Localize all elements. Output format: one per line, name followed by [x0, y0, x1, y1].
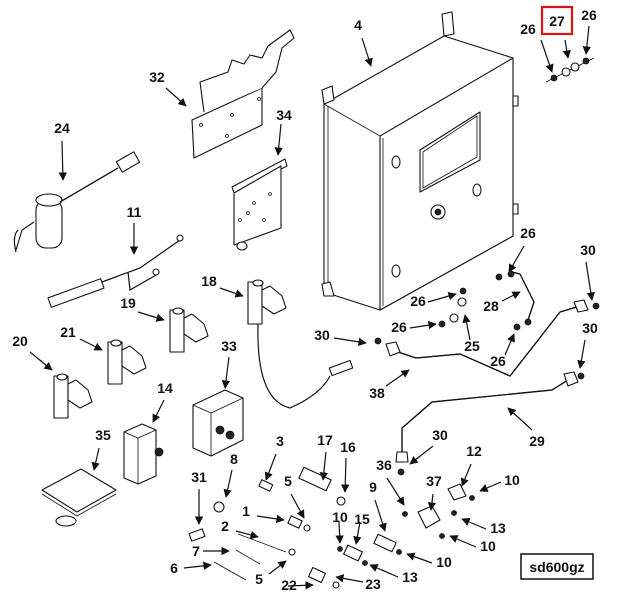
- manifold-part: [192, 389, 244, 457]
- callout-5: 5: [284, 473, 292, 489]
- callout-6: 6: [170, 560, 178, 576]
- valve-part-19: [169, 307, 209, 353]
- callout-36: 36: [376, 457, 392, 473]
- callout-4: 4: [354, 17, 362, 33]
- callout-21: 21: [60, 324, 76, 340]
- callout-10: 10: [332, 509, 348, 525]
- figure-id-box: sd600gz: [520, 553, 594, 580]
- callout-37: 37: [426, 473, 442, 489]
- fitting-cluster-27: [545, 57, 595, 83]
- callout-14: 14: [157, 380, 173, 396]
- bracket-part: [191, 29, 295, 159]
- callout-34: 34: [276, 107, 292, 123]
- callout-17: 17: [317, 432, 333, 448]
- callout-26: 26: [520, 21, 536, 37]
- manual-part: [41, 468, 117, 527]
- callout-15: 15: [354, 511, 370, 527]
- figure-id-label: sd600gz: [529, 559, 584, 575]
- callout-30: 30: [432, 427, 448, 443]
- callout-11: 11: [127, 204, 142, 220]
- block-part: [123, 423, 164, 485]
- callout-35: 35: [95, 427, 111, 443]
- callout-18: 18: [201, 273, 217, 289]
- callout-30: 30: [580, 242, 596, 258]
- valve-part-21: [107, 339, 147, 385]
- callout-22: 22: [281, 577, 297, 593]
- callout-26: 26: [490, 353, 506, 369]
- callout-10: 10: [504, 472, 520, 488]
- callout-2: 2: [221, 518, 229, 534]
- callout-26: 26: [581, 7, 597, 23]
- callout-26: 26: [410, 293, 426, 309]
- callout-7: 7: [192, 543, 200, 559]
- tube-part-38: [385, 299, 589, 377]
- callout-13: 13: [402, 569, 418, 585]
- callout-10: 10: [480, 538, 496, 554]
- callout-1: 1: [242, 503, 250, 519]
- callout-13: 13: [490, 520, 506, 536]
- leader-lines: [29, 25, 595, 590]
- callout-3: 3: [276, 433, 284, 449]
- plate-part: [231, 158, 288, 251]
- callout-27: 27: [549, 13, 565, 29]
- callout-23: 23: [365, 576, 381, 592]
- tube-part-29: [395, 371, 579, 463]
- enclosure-part: [321, 11, 519, 311]
- callout-25: 25: [464, 338, 480, 354]
- callout-31: 31: [191, 469, 207, 485]
- callout-30: 30: [314, 327, 330, 343]
- sensor-part: [47, 234, 184, 308]
- callout-16: 16: [340, 439, 356, 455]
- callout-10: 10: [436, 554, 452, 570]
- callout-8: 8: [230, 451, 238, 467]
- tube-part-28: [511, 271, 535, 321]
- valve-part-20: [53, 373, 93, 419]
- callout-19: 19: [120, 295, 136, 311]
- small-fittings: [188, 270, 600, 589]
- heater-part: [13, 151, 141, 253]
- valve-part-18: [247, 279, 354, 409]
- callout-26: 26: [391, 319, 407, 335]
- callout-24: 24: [54, 120, 70, 136]
- highlight-box: [540, 5, 574, 36]
- callout-30: 30: [582, 320, 598, 336]
- callout-26: 26: [520, 225, 536, 241]
- callout-9: 9: [369, 479, 377, 495]
- callout-20: 20: [12, 333, 28, 349]
- callout-29: 29: [529, 433, 545, 449]
- callout-38: 38: [369, 385, 385, 401]
- callout-33: 33: [221, 338, 237, 354]
- callout-5: 5: [255, 571, 263, 587]
- callout-28: 28: [483, 298, 499, 314]
- callout-32: 32: [149, 69, 165, 85]
- callout-12: 12: [466, 443, 482, 459]
- callout-labels: 27 26 26 4 32 34 24 11 18 19 21 20 33 14…: [12, 5, 598, 593]
